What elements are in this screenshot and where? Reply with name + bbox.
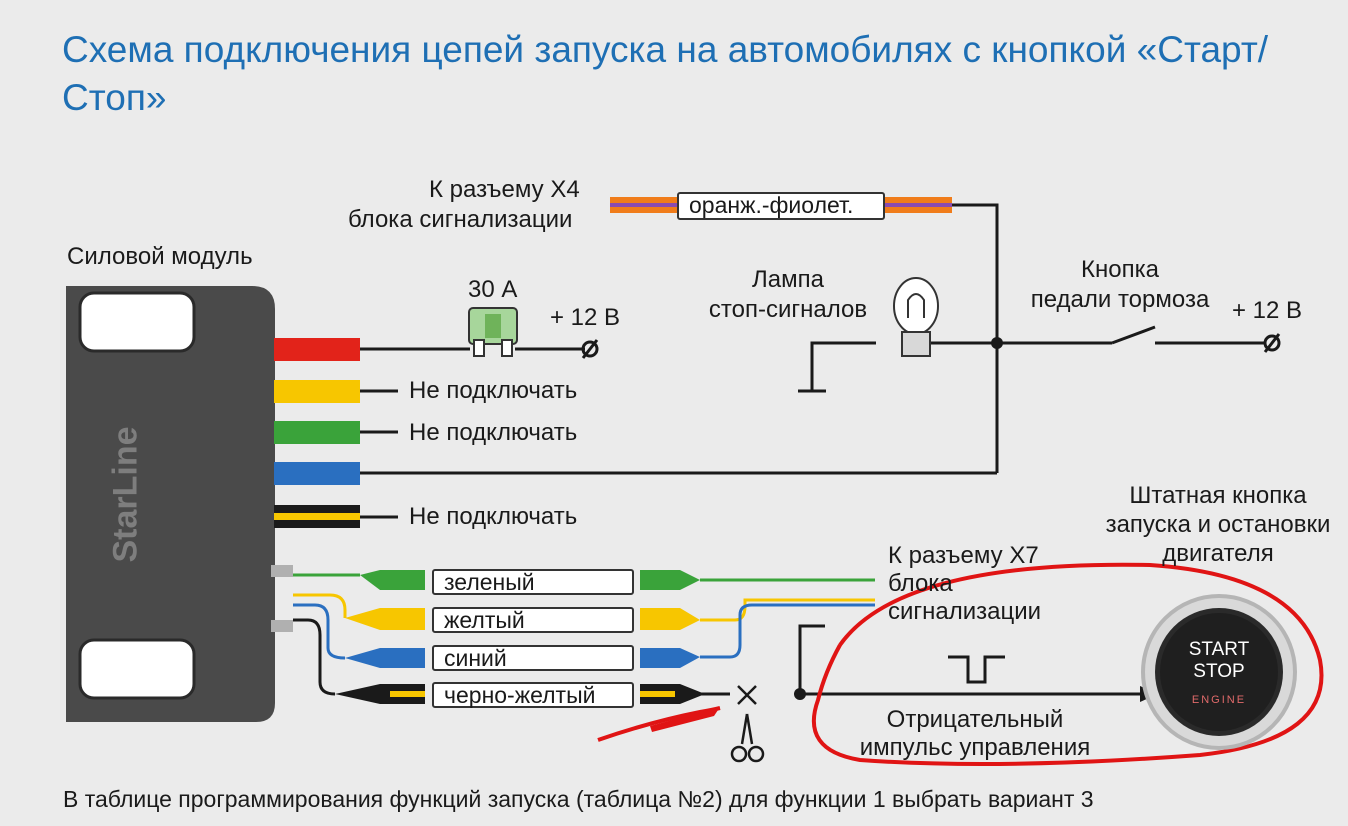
fuse bbox=[468, 307, 518, 357]
cut-scissors-icon bbox=[730, 685, 765, 763]
lamp-line1: Лампа bbox=[752, 266, 824, 293]
brand-logo: StarLine bbox=[106, 426, 145, 563]
lamp-line2: стоп-сигналов bbox=[708, 296, 868, 323]
start-stop-button: START STOP ENGINE bbox=[1160, 613, 1278, 731]
not-connect-green: Не подключать bbox=[409, 419, 578, 446]
brake-line1: Кнопка bbox=[1081, 256, 1159, 283]
button-caption-3: двигателя bbox=[1162, 540, 1274, 567]
not-connect-black-yellow: Не подключать bbox=[409, 503, 578, 530]
fuse-label: 30 А bbox=[468, 276, 518, 303]
footer-note: В таблице программирования функций запус… bbox=[63, 786, 1094, 812]
wire-label-yellow: желтый bbox=[432, 607, 634, 633]
button-caption-1: Штатная кнопка bbox=[1129, 482, 1307, 509]
brake-lamp bbox=[893, 277, 939, 357]
wire-label-blue: синий bbox=[432, 645, 634, 671]
x7-line1: К разъему Х7 bbox=[888, 542, 1039, 569]
power-module-label: Силовой модуль bbox=[67, 243, 253, 270]
brake-line2: педали тормоза bbox=[1030, 286, 1210, 313]
x7-line3: сигнализации bbox=[888, 598, 1042, 625]
x4-line2: блока сигнализации bbox=[348, 206, 573, 233]
wire-label-green: зеленый bbox=[432, 569, 634, 595]
engine-text: ENGINE bbox=[1191, 694, 1247, 706]
start-text: START bbox=[1188, 639, 1250, 660]
not-connect-yellow: Не подключать bbox=[409, 377, 578, 404]
x7-line2: блока bbox=[888, 570, 953, 597]
wire-label-orange-violet: оранж.-фиолет. bbox=[677, 192, 885, 220]
plus12-right: + 12 В bbox=[1232, 297, 1303, 324]
page-title: Схема подключения цепей запуска на автом… bbox=[62, 29, 1269, 118]
power-module bbox=[66, 286, 293, 722]
plus12-left: + 12 В bbox=[550, 304, 621, 331]
wire-label-black-yellow: черно-желтый bbox=[432, 682, 634, 708]
impulse-line1: Отрицательный bbox=[886, 706, 1064, 733]
stop-text: STOP bbox=[1193, 661, 1245, 682]
x4-line1: К разъему Х4 bbox=[429, 176, 580, 203]
impulse-line2: импульс управления bbox=[859, 734, 1091, 761]
button-caption-2: запуска и остановки bbox=[1105, 511, 1331, 538]
